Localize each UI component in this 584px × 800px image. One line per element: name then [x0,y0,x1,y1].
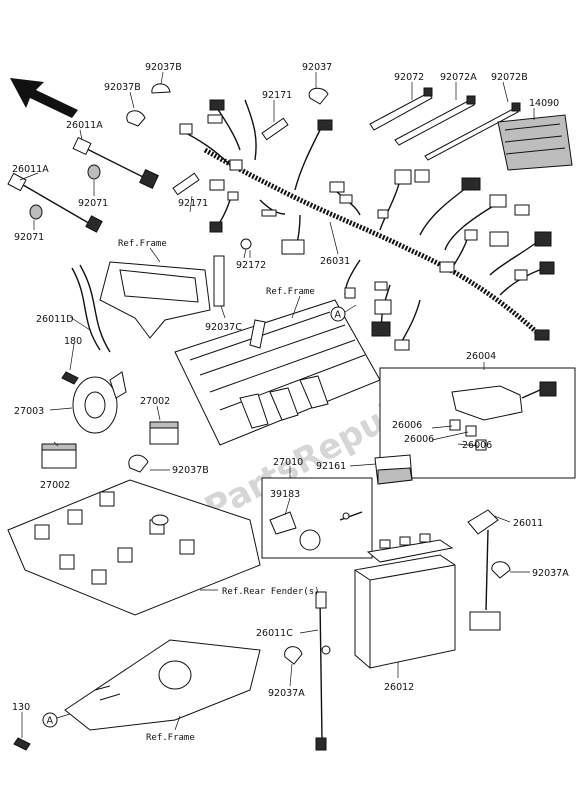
rear-frame [64,639,261,731]
label-92037C: 92037C [205,322,242,333]
cable-26011C [315,591,331,751]
label-92037B-c: 92037B [172,465,209,476]
ref-rear-fender: Ref.Rear Fender(s) [222,587,320,597]
callout-labels: 92037B 92037B 92037 92171 92072 92072A 9… [12,62,569,713]
label-26004: 26004 [466,351,496,362]
label-26006-c: 26006 [462,440,492,451]
horn-27003 [72,371,127,434]
label-26011A-a: 26011A [66,120,103,131]
clamp-92037 [308,87,329,105]
lead-26011A [7,136,159,233]
label-27002-a: 27002 [140,396,170,407]
box-92161 [374,454,413,485]
label-39183: 39183 [270,489,300,500]
label-92171-b: 92171 [178,198,208,209]
switch-27010 [261,477,373,559]
marker-a-lower-label: A [47,716,54,727]
clamp-92037A-right [491,561,511,579]
relay-27002-upper [149,421,179,445]
band-92171-top [261,117,289,141]
label-92037B-a: 92037B [145,62,182,73]
clamp-92037A-lower [284,646,303,665]
band-92171-lower [172,172,200,196]
label-26031: 26031 [320,256,350,267]
label-180: 180 [64,336,82,347]
grommet-92071 [29,164,101,220]
strap-92037C [213,255,225,307]
bolt-92172 [240,238,252,259]
ref-frame-upper: Ref.Frame [118,239,167,249]
reference-marker-a-upper: A [330,304,357,322]
label-26006-b: 26006 [404,434,434,445]
label-92071-a: 92071 [78,198,108,209]
label-26006-a: 26006 [392,420,422,431]
label-92037: 92037 [302,62,332,73]
marker-a-upper-label: A [335,310,342,321]
cover-14090 [497,114,573,171]
label-27003: 27003 [14,406,44,417]
label-92037A-b: 92037A [268,688,305,699]
label-26011D: 26011D [36,314,74,325]
battery-tray [7,479,261,616]
label-92172: 92172 [236,260,266,271]
label-92037B-b: 92037B [104,82,141,93]
ref-frame-lower: Ref.Frame [146,733,195,743]
bolt-130 [13,737,31,751]
clamp-92037B-lower [128,454,149,473]
label-14090: 14090 [529,98,559,109]
label-27002-b: 27002 [40,480,70,491]
label-27010: 27010 [273,457,303,468]
label-92037A-a: 92037A [532,568,569,579]
label-26012: 26012 [384,682,414,693]
bolt-180 [61,371,79,385]
wire-26011D [71,264,111,353]
label-26011C: 26011C [256,628,293,639]
ref-frame-center: Ref.Frame [266,287,315,297]
leader-lines [19,71,535,738]
cable-ties [369,87,521,161]
front-direction-arrow-icon [10,78,78,118]
label-92072B: 92072B [491,72,528,83]
main-wiring-harness [179,99,555,351]
label-92161: 92161 [316,461,346,472]
label-130: 130 [12,702,30,713]
label-92071-b: 92071 [14,232,44,243]
fuse-box-26004 [379,367,576,479]
reference-marker-a-lower: A [42,712,71,728]
label-92072A: 92072A [440,72,477,83]
label-26011A-b: 26011A [12,164,49,175]
reference-labels: Ref.Frame Ref.Frame Ref.Rear Fender(s) R… [118,239,320,743]
label-26011: 26011 [513,518,543,529]
frame-center [174,299,381,446]
battery-26012 [354,533,456,669]
label-92171-a: 92171 [262,90,292,101]
battery-cable-26011 [467,509,501,631]
bracket-upper [99,261,211,339]
label-92072: 92072 [394,72,424,83]
relay-27002-lower [41,443,77,469]
